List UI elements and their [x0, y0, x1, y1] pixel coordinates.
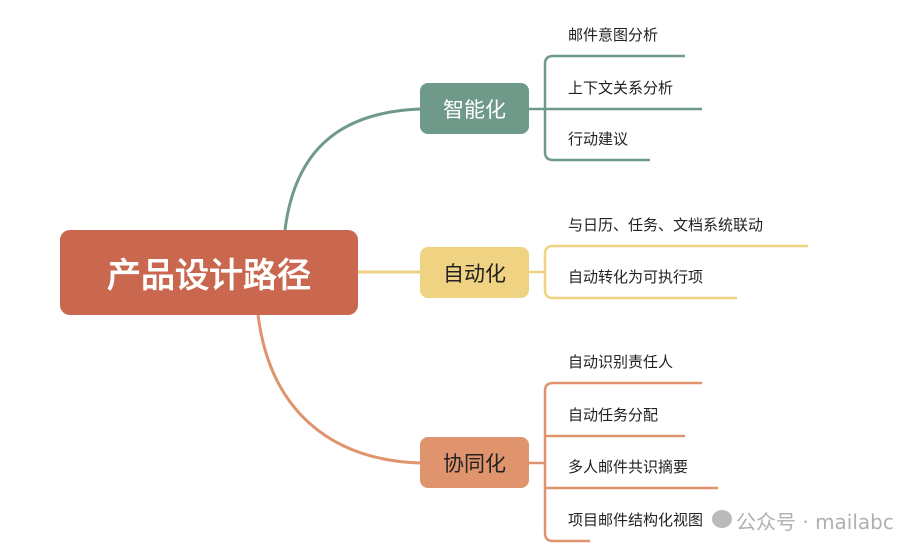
- leaf-node[interactable]: 上下文关系分析: [568, 79, 674, 97]
- branch-node-automation[interactable]: 自动化: [420, 247, 529, 298]
- leaf-node[interactable]: 自动识别责任人: [568, 353, 674, 371]
- leaf-node[interactable]: 邮件意图分析: [568, 26, 659, 44]
- leaf-node[interactable]: 行动建议: [568, 130, 629, 148]
- leaf-node[interactable]: 自动任务分配: [568, 406, 659, 424]
- wechat-icon: [712, 510, 732, 528]
- leaf-node[interactable]: 多人邮件共识摘要: [568, 458, 689, 476]
- leaf-node[interactable]: 项目邮件结构化视图: [568, 511, 704, 529]
- watermark: 公众号 · mailabc: [736, 510, 894, 534]
- branch-node-intelligent[interactable]: 智能化: [420, 83, 529, 134]
- leaf-node[interactable]: 与日历、任务、文档系统联动: [568, 216, 764, 234]
- leaf-node[interactable]: 自动转化为可执行项: [568, 268, 704, 286]
- connector-collaboration: [256, 314, 421, 465]
- branch-node-collaboration[interactable]: 协同化: [420, 437, 529, 488]
- connector-intelligent: [283, 107, 421, 231]
- root-node[interactable]: 产品设计路径: [60, 230, 358, 315]
